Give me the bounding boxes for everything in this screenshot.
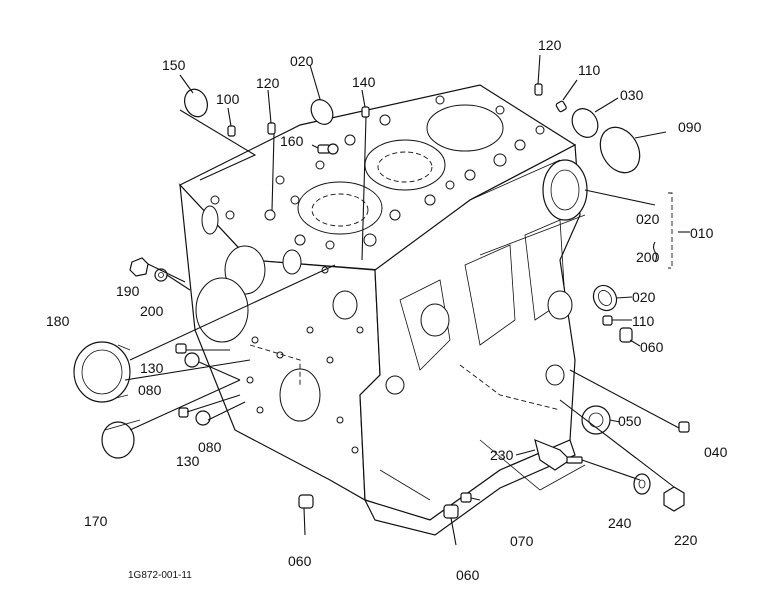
bottom-bracket <box>379 439 586 501</box>
plug-060-bottom-left <box>298 494 314 509</box>
plug-150 <box>184 88 208 118</box>
plug-080-lower <box>195 410 211 426</box>
pin-100 <box>227 125 236 137</box>
callout-180: 180 <box>46 313 70 329</box>
callout-060-bottom-left: 060 <box>288 553 312 569</box>
callout-090: 090 <box>678 119 702 135</box>
callout-130-lower: 130 <box>176 453 200 469</box>
screw-160 <box>317 143 339 155</box>
callout-100: 100 <box>216 91 240 107</box>
cylinder-block <box>179 84 588 536</box>
pin-110-right <box>602 315 613 326</box>
sensor-230 <box>534 439 583 471</box>
callout-150: 150 <box>162 57 186 73</box>
callout-220: 220 <box>674 532 698 548</box>
callout-080-upper: 080 <box>138 382 162 398</box>
plug-060-bottom-center <box>443 504 459 519</box>
callout-240: 240 <box>608 515 632 531</box>
assembly-bracket-010 <box>652 192 690 269</box>
callout-190: 190 <box>116 283 140 299</box>
callout-060-right: 060 <box>640 339 664 355</box>
callout-080-lower: 080 <box>198 439 222 455</box>
plug-060-right <box>619 327 633 343</box>
callout-030: 030 <box>620 87 644 103</box>
plug-090 <box>599 126 641 174</box>
plug-070 <box>460 492 472 503</box>
callout-010: 010 <box>690 225 714 241</box>
plug-030 <box>571 108 599 138</box>
callout-020-right: 020 <box>632 289 656 305</box>
pin-140 <box>361 106 370 118</box>
leader-lines <box>124 54 680 546</box>
callout-110-top: 110 <box>578 62 601 78</box>
callout-110-right: 110 <box>632 313 655 329</box>
callout-020-top: 020 <box>290 53 314 69</box>
pin-120-left <box>267 122 276 135</box>
callout-120-left: 120 <box>256 75 280 91</box>
pin-120-right <box>534 83 543 96</box>
washer-240 <box>633 473 651 495</box>
callout-labels: 150 100 120 020 140 160 120 110 030 090 … <box>46 37 728 583</box>
callout-230: 230 <box>490 447 514 463</box>
plug-080-upper <box>184 352 200 368</box>
callout-070: 070 <box>510 533 534 549</box>
plug-020-right <box>592 284 618 312</box>
bushing-170 <box>101 419 141 459</box>
callout-200-left: 200 <box>140 303 164 319</box>
bolt-190 <box>129 257 149 277</box>
callout-140: 140 <box>352 74 376 90</box>
callout-170: 170 <box>84 513 108 529</box>
pin-130-upper <box>175 343 187 354</box>
callout-020-upper-right: 020 <box>636 211 660 227</box>
callout-160: 160 <box>280 133 304 149</box>
plug-040 <box>678 421 690 433</box>
drain-bolt-220 <box>663 486 685 512</box>
callout-130-upper: 130 <box>140 360 164 376</box>
callout-200-right: 200 <box>636 249 660 265</box>
callout-040: 040 <box>704 444 728 460</box>
plug-020-top <box>310 99 334 125</box>
pin-130-lower <box>178 407 189 418</box>
oil-seal-180 <box>73 341 131 403</box>
pin-110-top <box>555 100 567 113</box>
callout-060-bottom-center: 060 <box>456 567 480 583</box>
callout-120-right: 120 <box>538 37 562 53</box>
callout-050: 050 <box>618 413 642 429</box>
drawing-code: 1G872-001-11 <box>128 570 192 581</box>
